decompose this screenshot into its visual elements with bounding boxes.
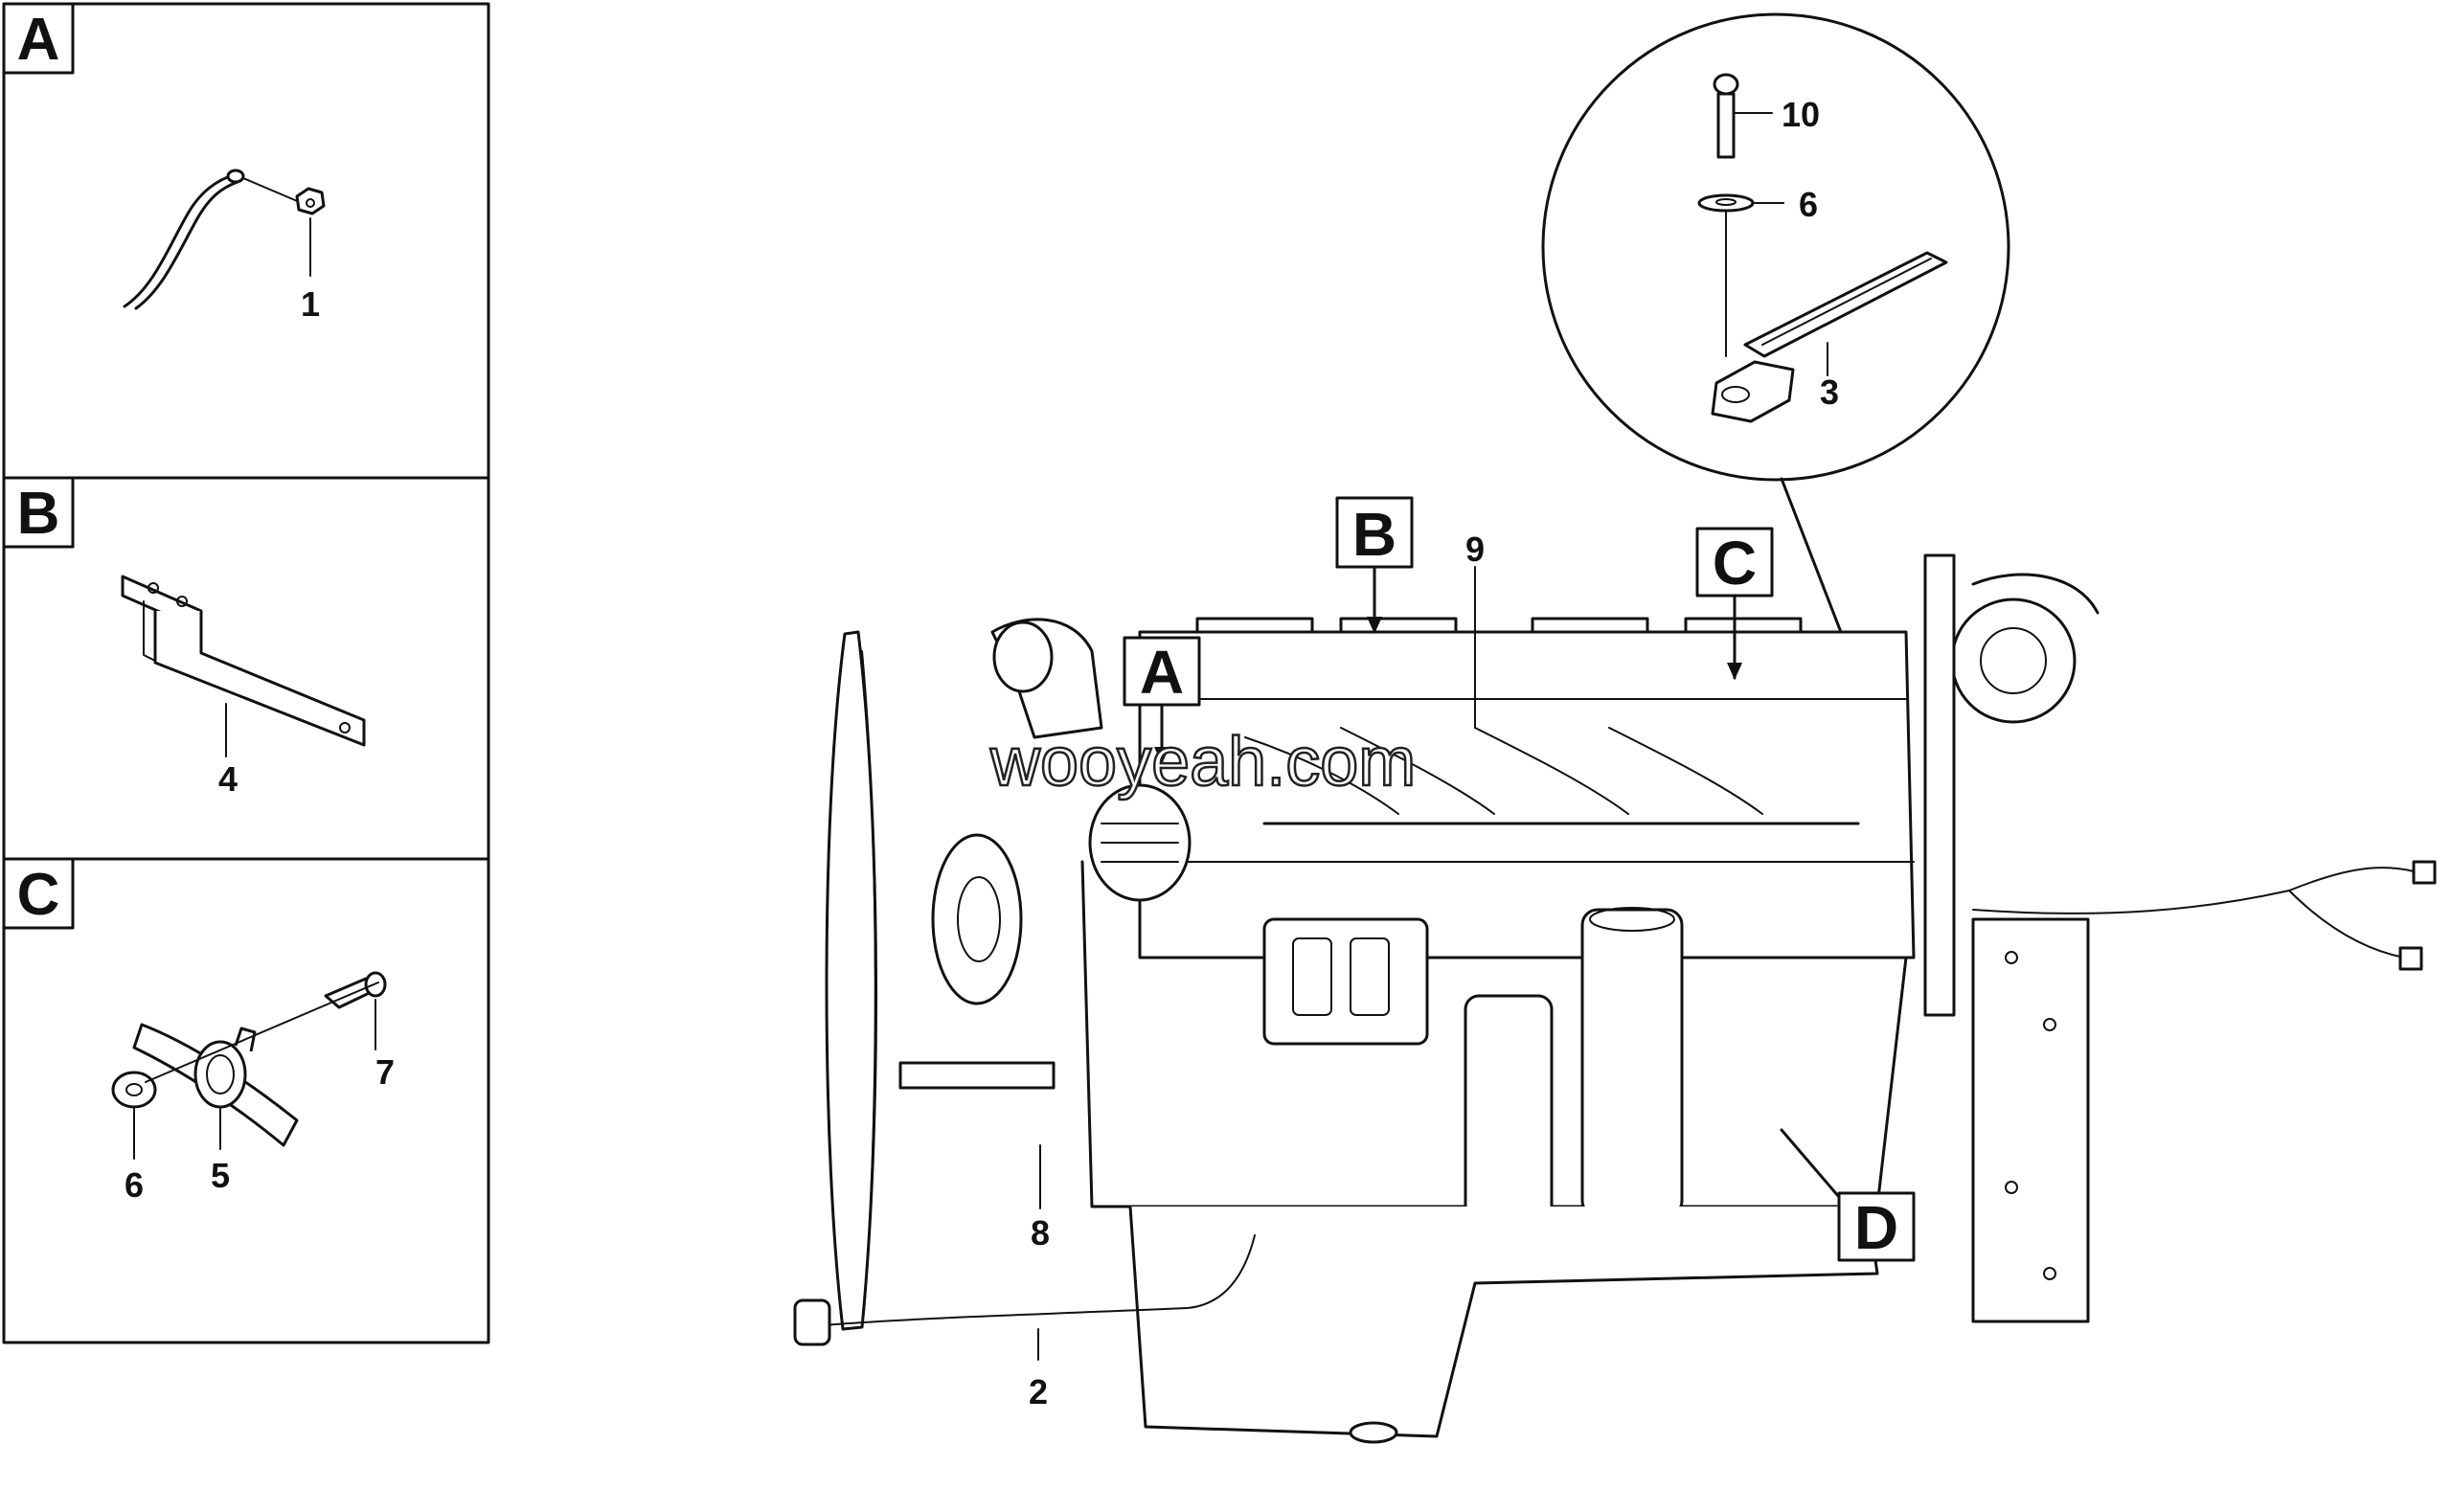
- svg-text:D: D: [1854, 1193, 1898, 1262]
- callout-6-panel: 6: [125, 1165, 144, 1205]
- strap-bracket-illustration: [1711, 251, 1948, 423]
- callout-10: 10: [1782, 95, 1820, 134]
- section-marker-d: D: [1780, 1128, 1916, 1262]
- panel-letter-c: C: [17, 862, 60, 928]
- bracket-illustration: [121, 575, 366, 757]
- ground-cable-illustration: [123, 169, 326, 310]
- watermark-text: wooyeah.com: [989, 724, 1416, 801]
- section-marker-b: B: [1335, 496, 1414, 634]
- svg-text:C: C: [1713, 529, 1757, 598]
- callout-5: 5: [211, 1156, 230, 1195]
- callout-4: 4: [218, 759, 238, 799]
- clamp-illustration: [111, 971, 387, 1160]
- callout-9: 9: [1465, 530, 1485, 569]
- detail-panel-a: A 1: [2, 2, 490, 480]
- callout-6-magnified: 6: [1799, 185, 1818, 224]
- section-marker-a: A: [1123, 636, 1201, 764]
- callout-8: 8: [1031, 1213, 1050, 1252]
- callout-2: 2: [1029, 1372, 1048, 1411]
- svg-text:B: B: [1352, 500, 1396, 569]
- panel-letter-b: B: [17, 481, 60, 547]
- detail-panel-b: B 4: [2, 476, 490, 861]
- callout-1: 1: [301, 284, 320, 324]
- callout-3: 3: [1820, 372, 1839, 412]
- magnified-view: 10 6 3: [1541, 12, 2010, 718]
- bolt-illustration: [1713, 73, 1773, 159]
- detail-panel-c: C 7 6 5: [2, 857, 490, 1344]
- svg-text:A: A: [1140, 638, 1184, 707]
- engine-illustration: [793, 553, 2437, 1444]
- callout-7: 7: [375, 1052, 395, 1092]
- washer-illustration: [1697, 193, 1784, 357]
- panel-letter-a: A: [17, 7, 60, 73]
- section-marker-c: C: [1695, 527, 1774, 680]
